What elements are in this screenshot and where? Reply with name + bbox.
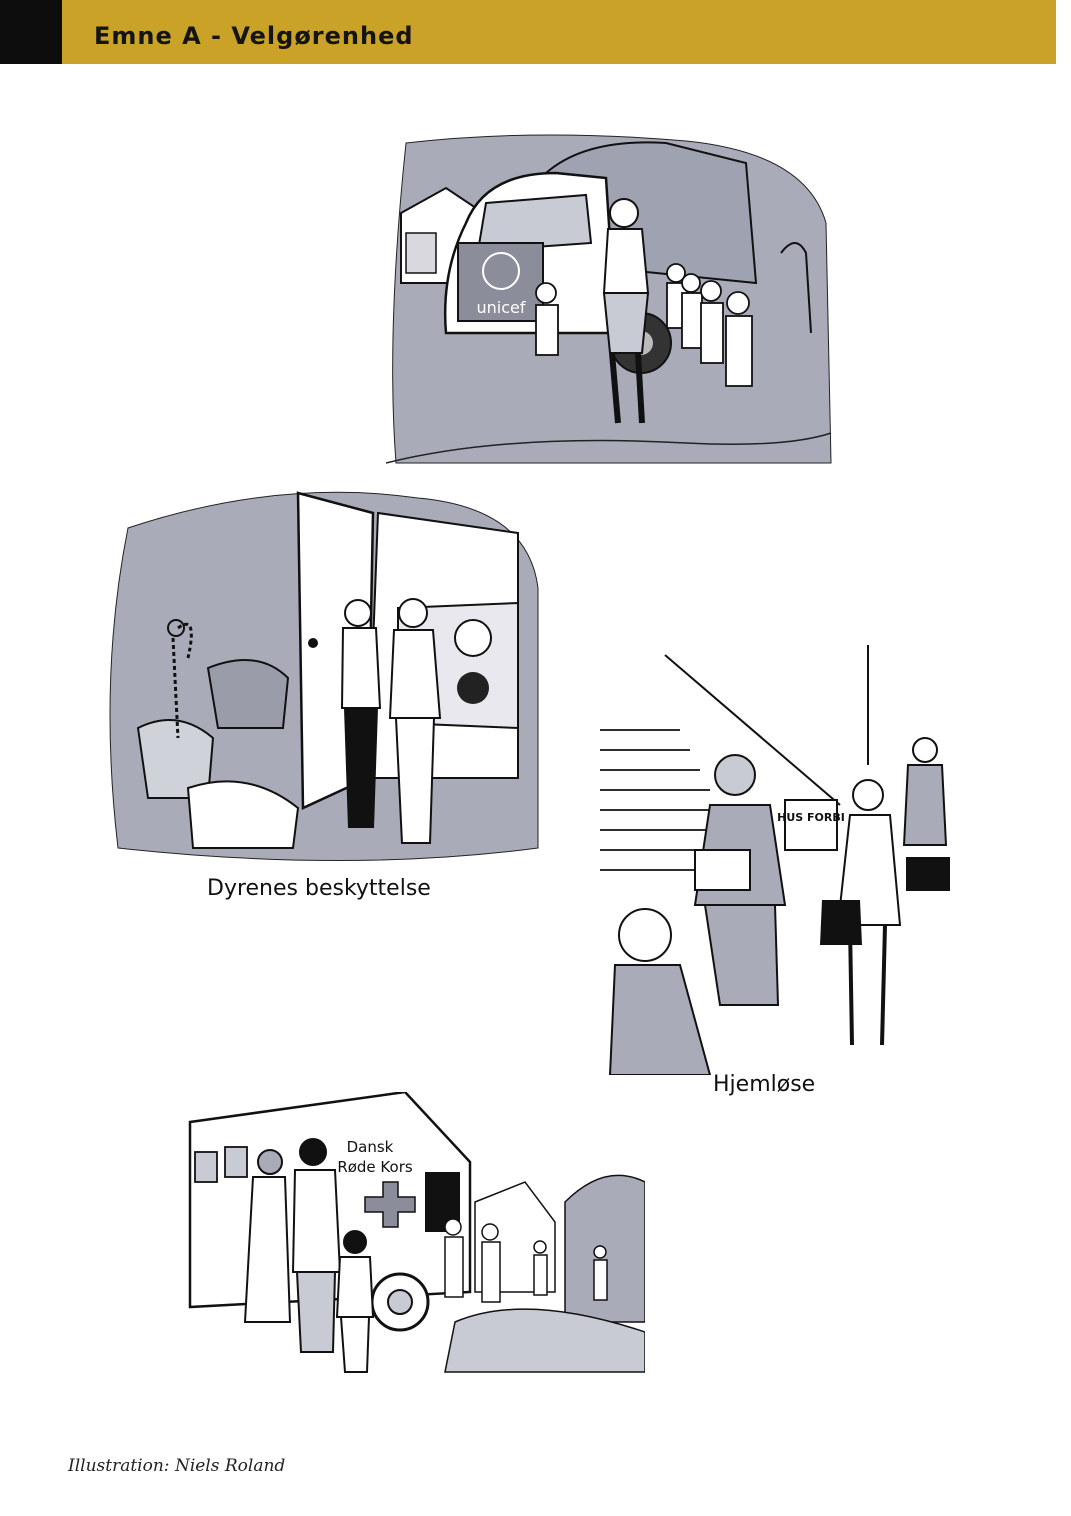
red-cross-emblem-icon	[364, 1181, 416, 1228]
sign-paper	[784, 799, 838, 851]
header-tab-block	[0, 0, 62, 64]
illustration-unicef-truck: unicef	[386, 133, 836, 473]
illustration-animal-protection	[98, 478, 548, 868]
illustration-red-cross: Dansk Røde Kors	[185, 1092, 645, 1382]
red-cross-line1: Dansk	[347, 1138, 394, 1156]
page-title: Emne A - Velgørenhed	[94, 22, 414, 50]
unicef-logo-plate	[457, 242, 544, 322]
caption-animal-protection: Dyrenes beskyttelse	[207, 876, 431, 901]
animal-protection-emblem-icon	[454, 619, 492, 657]
unicef-logo-text: unicef	[477, 298, 526, 317]
sign-text: HUS FORBI	[777, 811, 845, 824]
header-bar: Emne A - Velgørenhed	[0, 0, 1056, 64]
illustration-credit: Illustration: Niels Roland	[68, 1456, 286, 1476]
caption-homeless: Hjemløse	[713, 1072, 816, 1097]
unicef-emblem-icon	[482, 252, 520, 290]
illustration-homeless: HUS FORBI	[600, 645, 970, 1075]
red-cross-line2: Røde Kors	[337, 1158, 413, 1176]
